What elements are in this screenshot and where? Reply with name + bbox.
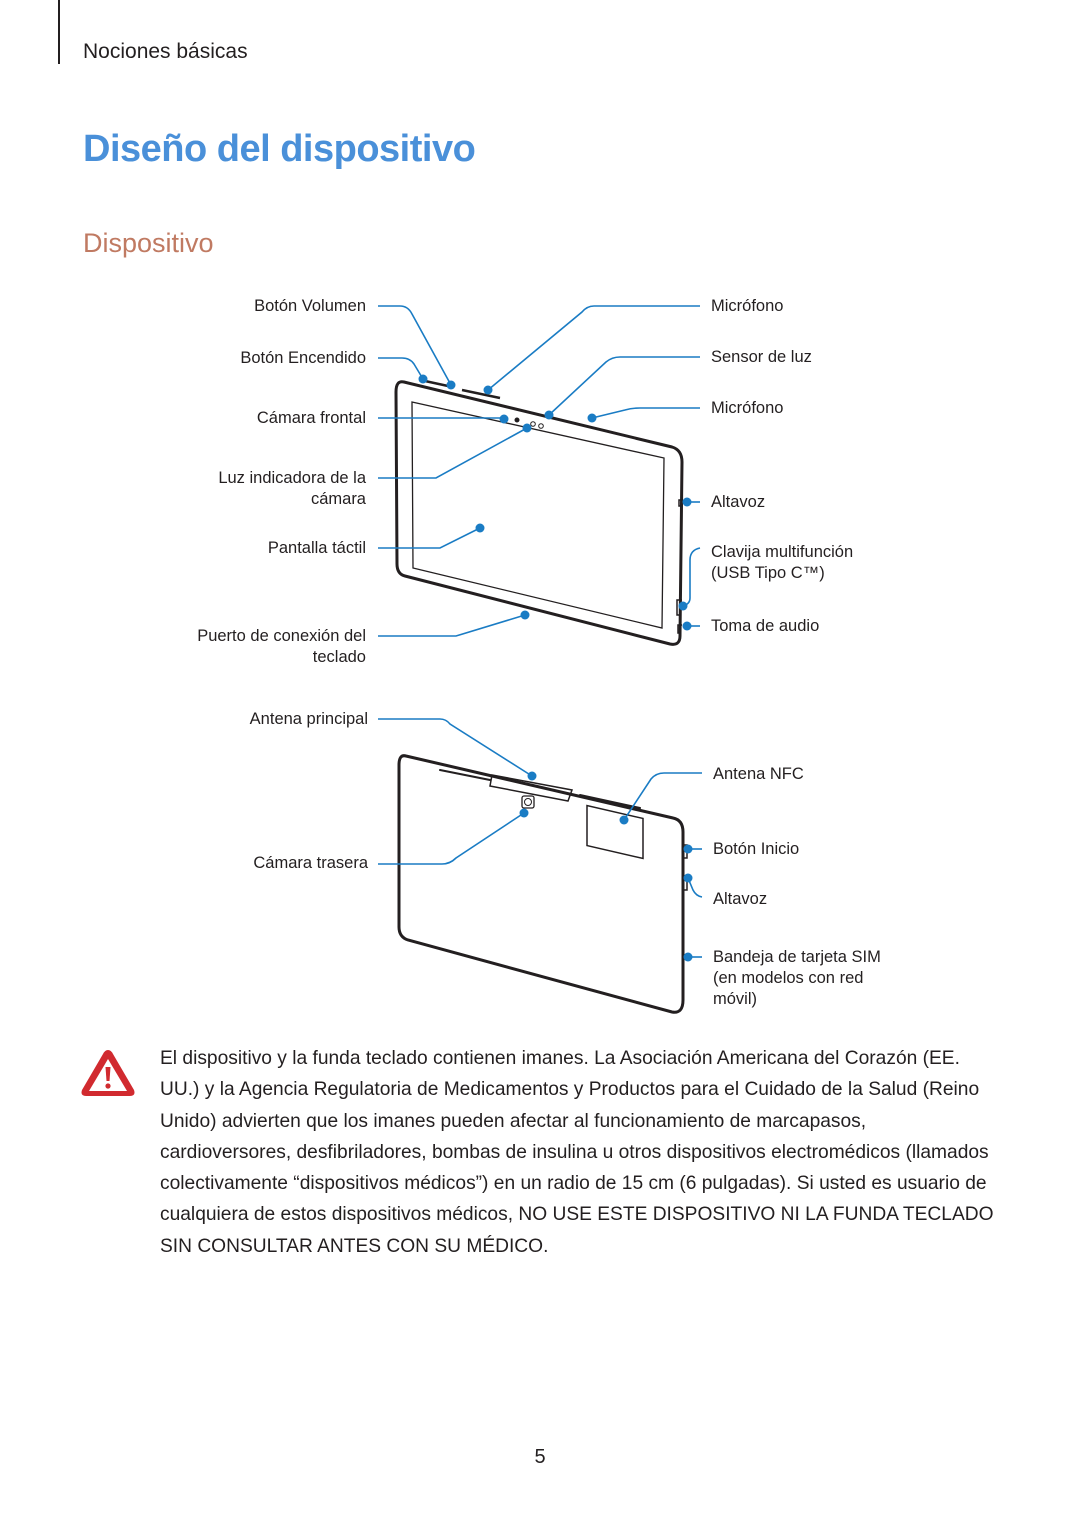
tablet-back: [397, 754, 688, 1014]
label-usb-line1: Clavija multifunción: [711, 543, 854, 561]
label-sim-line2: (en modelos con red: [713, 969, 864, 987]
page-title: Diseño del dispositivo: [83, 128, 476, 170]
label-camera-led-line2: cámara: [310, 490, 366, 508]
label-usb-port: Clavija multifunción (USB Tipo C™): [711, 542, 853, 584]
callout-lines: [378, 305, 703, 958]
label-keyboard-port: Puerto de conexión del teclado: [197, 626, 366, 668]
warning-triangle-icon: [81, 1050, 135, 1096]
tablet-front: [394, 379, 684, 646]
label-nfc-antenna: Antena NFC: [713, 765, 804, 783]
header-rule: [58, 0, 60, 64]
device-diagram: [378, 305, 703, 1014]
label-front-camera: Cámara frontal: [256, 409, 366, 427]
label-main-antenna: Antena principal: [249, 710, 368, 728]
label-camera-led: Luz indicadora de la cámara: [218, 468, 366, 510]
page-number: 5: [534, 1446, 546, 1468]
label-camera-led-line1: Luz indicadora de la: [218, 469, 366, 487]
label-microphone-top: Micrófono: [711, 297, 784, 315]
section-name: Nociones básicas: [83, 40, 248, 63]
label-speaker-front: Altavoz: [711, 493, 766, 511]
label-sim-tray: Bandeja de tarjeta SIM (en modelos con r…: [713, 947, 881, 1010]
label-sim-line1: Bandeja de tarjeta SIM: [713, 948, 881, 966]
label-audio-jack: Toma de audio: [711, 617, 820, 635]
callout-dots: [418, 374, 693, 962]
label-speaker-back: Altavoz: [713, 890, 768, 908]
label-keyboard-port-line1: Puerto de conexión del: [197, 627, 366, 645]
warning-text: El dispositivo y la funda teclado contie…: [160, 1048, 994, 1257]
label-keyboard-port-line2: teclado: [312, 648, 366, 666]
label-microphone-2: Micrófono: [711, 399, 784, 417]
label-usb-line2: (USB Tipo C™): [711, 564, 825, 582]
label-rear-camera: Cámara trasera: [253, 854, 368, 872]
label-touchscreen: Pantalla táctil: [267, 539, 366, 557]
label-volume-button: Botón Volumen: [254, 297, 366, 315]
label-light-sensor: Sensor de luz: [711, 348, 812, 366]
label-power-button: Botón Encendido: [240, 349, 366, 367]
label-home-button: Botón Inicio: [713, 840, 800, 858]
section-subtitle: Dispositivo: [83, 228, 214, 258]
label-sim-line3: móvil): [713, 990, 757, 1008]
